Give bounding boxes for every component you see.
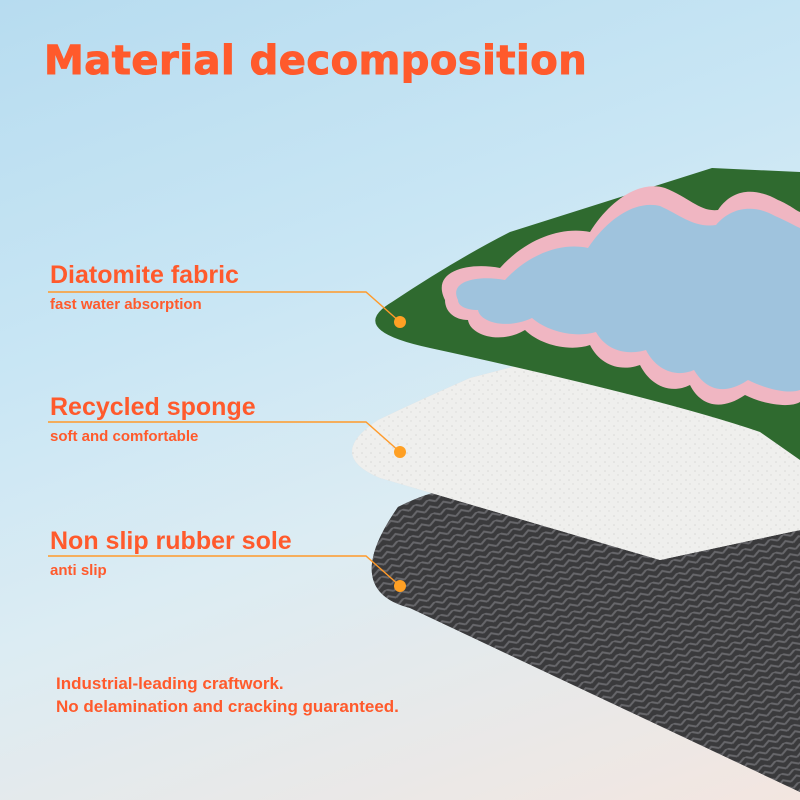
leader-lines [48,291,401,587]
page-title: Material decomposition [43,38,588,85]
layer-label-sponge: Recycled sponge soft and comfortable [50,393,256,445]
footer-line-2: No delamination and cracking guaranteed. [56,697,399,717]
layer-label-rubber: Non slip rubber sole anti slip [50,527,292,579]
layer-name: Recycled sponge [50,393,256,421]
marker-dot-fabric [394,316,406,328]
leader-line-fabric [48,291,401,323]
footer-line-1: Industrial-leading craftwork. [56,674,284,693]
marker-dot-rubber [394,580,406,592]
layer-name: Non slip rubber sole [50,527,292,555]
marker-dot-sponge [394,446,406,458]
layer-description: anti slip [50,561,107,579]
layer-name: Diatomite fabric [50,261,239,289]
leader-line-sponge [48,421,401,453]
diatomite-fabric-layer [375,168,800,460]
layer-label-fabric: Diatomite fabric fast water absorption [50,261,239,313]
layer-description: soft and comfortable [50,427,199,445]
rubber-sole-layer [371,487,800,792]
leader-line-rubber [48,555,401,587]
layer-description: fast water absorption [50,295,202,313]
footer-note: Industrial-leading craftwork. No delamin… [56,672,399,719]
